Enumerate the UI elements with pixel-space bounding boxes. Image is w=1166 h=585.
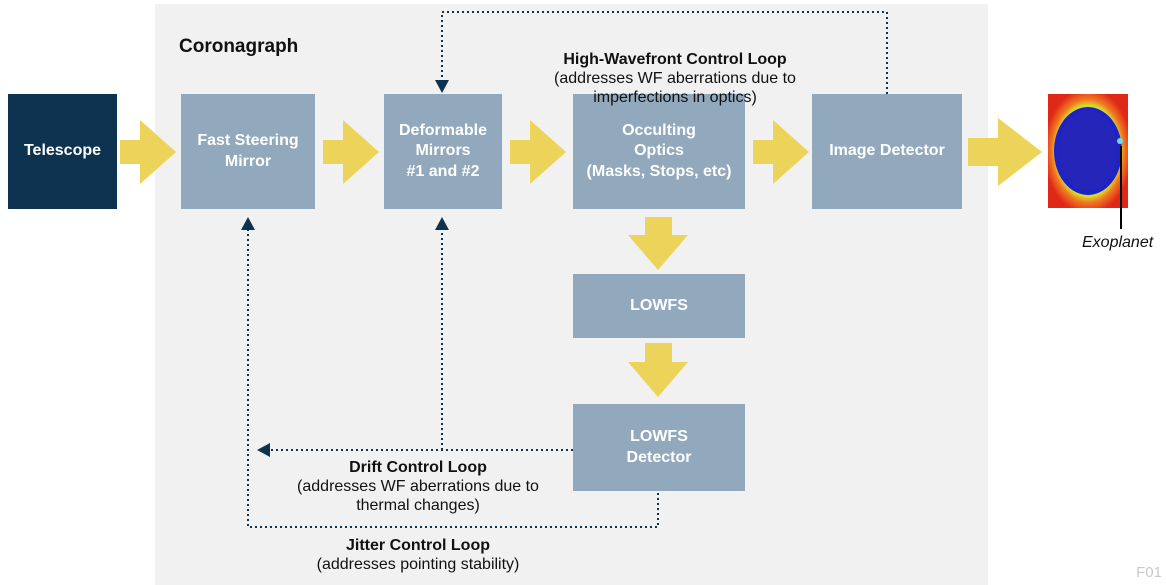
jitter-loop-subtitle-1: (addresses pointing stability) <box>316 556 520 574</box>
drift-left-arrowhead <box>257 443 270 457</box>
high-wavefront-loop-title: High-Wavefront Control Loop <box>563 51 787 68</box>
panel-title: Coronagraph <box>179 36 299 57</box>
drift-loop-subtitle-2: thermal changes) <box>356 497 480 515</box>
high-wavefront-arrowhead <box>435 80 449 93</box>
high-wavefront-loop-line <box>441 11 888 94</box>
jitter-loop-line <box>247 230 659 528</box>
high-wavefront-loop-subtitle-2: imperfections in optics) <box>593 89 757 107</box>
occulting-optics-block: Occulting Optics (Masks, Stops, etc) <box>573 94 745 209</box>
jitter-loop-title: Jitter Control Loop <box>346 537 490 554</box>
drift-loop-subtitle-1: (addresses WF aberrations due to <box>297 478 539 496</box>
deformable-mirrors-block: Deformable Mirrors #1 and #2 <box>384 94 502 209</box>
drift-loop-title: Drift Control Loop <box>349 459 487 476</box>
drift-loop-label: Drift Control Loop (addresses WF aberrat… <box>258 458 578 516</box>
high-wavefront-loop-subtitle-1: (addresses WF aberrations due to <box>554 70 796 88</box>
flow-arrow-telescope-fsm <box>120 120 176 184</box>
loop-arrowheads <box>241 80 449 457</box>
image-detector-block: Image Detector <box>812 94 962 209</box>
high-wavefront-loop-label: High-Wavefront Control Loop (addresses W… <box>515 50 835 108</box>
jitter-loop-label: Jitter Control Loop (addresses pointing … <box>258 536 578 574</box>
jitter-arrowhead <box>241 217 255 230</box>
flow-arrow-lowfs-detector <box>628 343 688 397</box>
drift-branch-arrowhead <box>435 217 449 230</box>
lowfs-detector-block: LOWFS Detector <box>573 404 745 491</box>
exoplanet-image <box>1048 94 1128 229</box>
flow-arrow-optics-detector <box>753 120 809 184</box>
loop-lines <box>247 11 888 528</box>
figure-code: F01 <box>1136 564 1162 581</box>
lowfs-block: LOWFS <box>573 274 745 338</box>
fast-steering-mirror-block: Fast Steering Mirror <box>181 94 315 209</box>
flow-arrows <box>120 118 1042 397</box>
exoplanet-label: Exoplanet <box>1082 234 1154 251</box>
flow-arrow-fsm-dm <box>323 120 379 184</box>
flow-arrow-detector-output <box>968 118 1042 186</box>
flow-arrow-dm-optics <box>510 120 566 184</box>
telescope-block: Telescope <box>8 94 117 209</box>
flow-arrow-optics-lowfs <box>628 217 688 270</box>
